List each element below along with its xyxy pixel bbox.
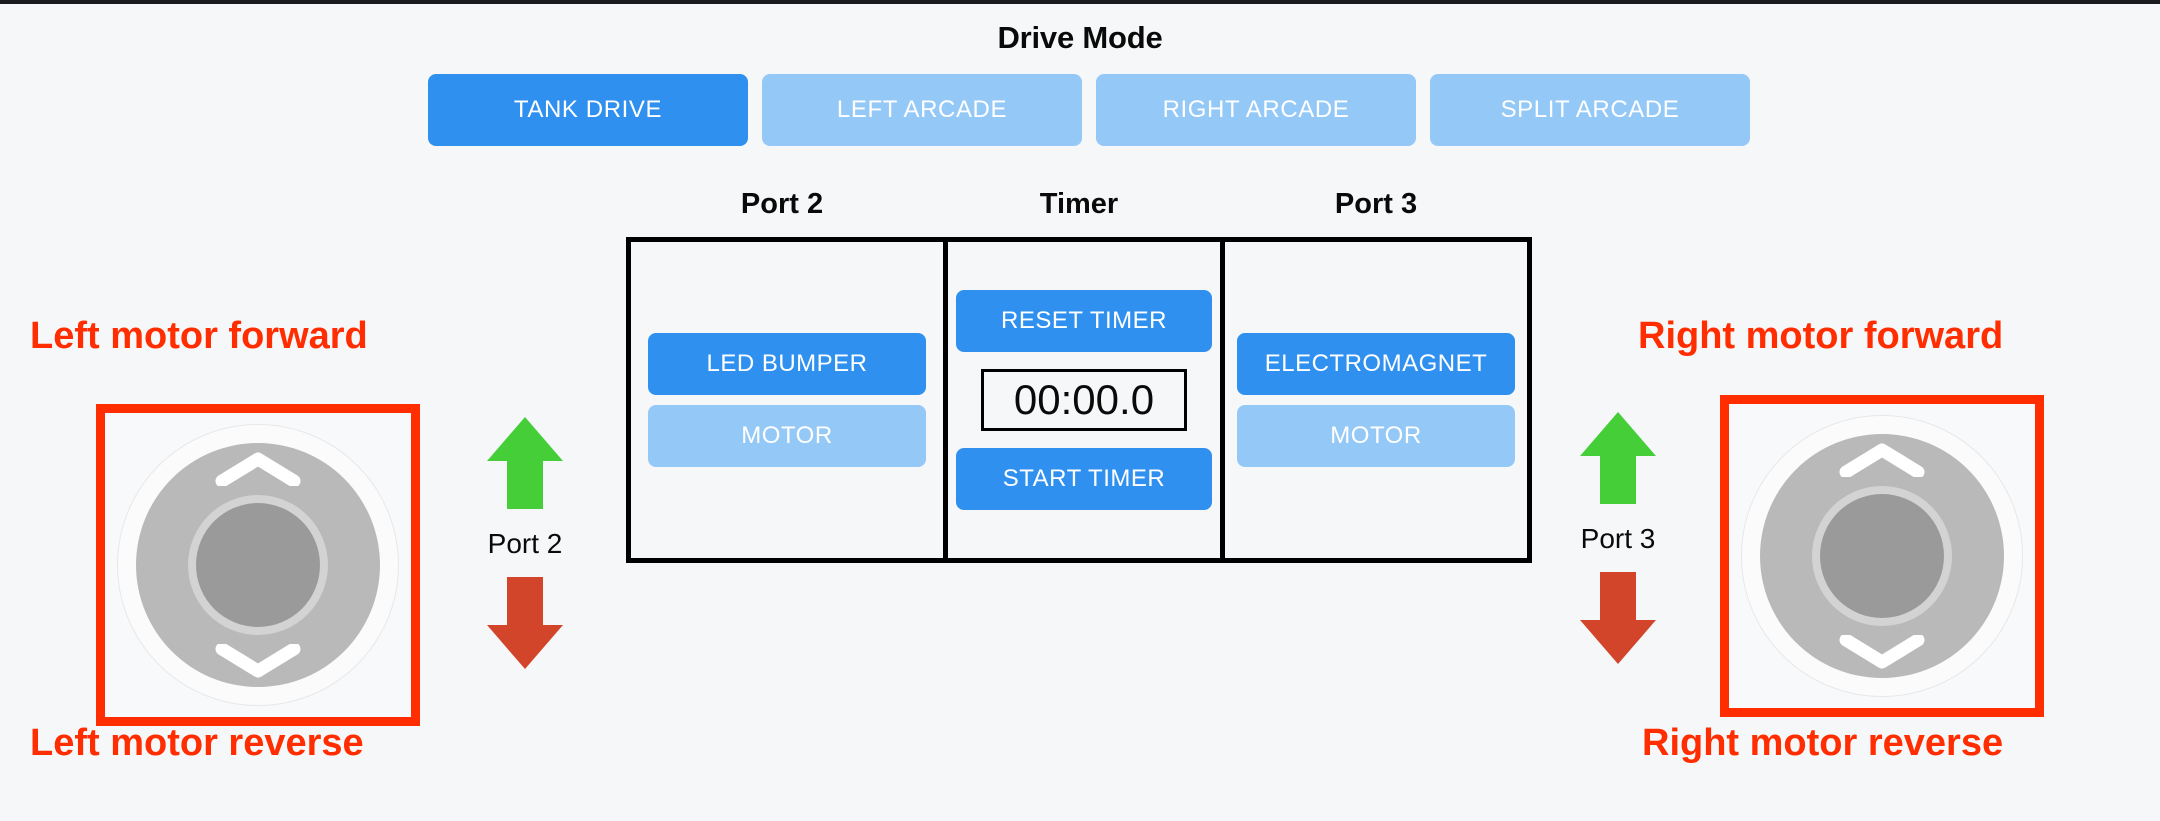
- right-port-label: Port 3: [1580, 523, 1656, 554]
- arrow-down-icon: [1580, 572, 1656, 664]
- right-joystick-knob[interactable]: [1820, 494, 1944, 618]
- port3-motor-button[interactable]: MOTOR: [1237, 405, 1515, 467]
- start-timer-button[interactable]: START TIMER: [956, 448, 1212, 510]
- left-reverse-annotation: Left motor reverse: [30, 722, 364, 764]
- panel-column-headers: Port 2 Timer Port 3: [626, 188, 1532, 221]
- page-title: Drive Mode: [997, 20, 1163, 55]
- panel-header-port2: Port 2: [740, 188, 824, 220]
- drive-mode-button-group: TANK DRIVE LEFT ARCADE RIGHT ARCADE SPLI…: [428, 74, 1750, 146]
- mode-button-right-arcade[interactable]: RIGHT ARCADE: [1096, 74, 1416, 146]
- panel-header-timer: Timer: [1039, 188, 1119, 220]
- top-edge-strip: [0, 0, 2160, 4]
- chevron-up-icon: [1839, 443, 1925, 477]
- right-joystick[interactable]: [1741, 415, 2023, 697]
- electromagnet-button[interactable]: ELECTROMAGNET: [1237, 333, 1515, 395]
- left-forward-annotation: Left motor forward: [30, 315, 368, 357]
- right-joystick-highlight-box: [1720, 395, 2044, 717]
- mode-button-split-arcade[interactable]: SPLIT ARCADE: [1430, 74, 1750, 146]
- port2-motor-button[interactable]: MOTOR: [648, 405, 926, 467]
- chevron-down-icon: [215, 644, 301, 678]
- right-port-indicator: Port 3: [1558, 410, 1678, 666]
- left-joystick-block: Left motor forward Port 2 Left motor rev…: [0, 0, 640, 821]
- chevron-down-icon: [1839, 635, 1925, 669]
- left-port-label: Port 2: [487, 528, 563, 559]
- right-forward-annotation: Right motor forward: [1638, 315, 2004, 357]
- timer-display: 00:00.0: [981, 369, 1187, 431]
- arrow-up-icon: [1580, 412, 1656, 504]
- panel-column-timer: RESET TIMER 00:00.0 START TIMER: [943, 242, 1225, 558]
- left-joystick-knob[interactable]: [196, 503, 320, 627]
- arrow-down-icon: [487, 577, 563, 669]
- reset-timer-button[interactable]: RESET TIMER: [956, 290, 1212, 352]
- device-control-panel: LED BUMPER MOTOR RESET TIMER 00:00.0 STA…: [626, 237, 1532, 563]
- arrow-up-icon: [487, 417, 563, 509]
- panel-header-port3: Port 3: [1334, 188, 1418, 220]
- right-reverse-annotation: Right motor reverse: [1642, 722, 2004, 764]
- mode-button-left-arcade[interactable]: LEFT ARCADE: [762, 74, 1082, 146]
- left-joystick[interactable]: [117, 424, 399, 706]
- chevron-up-icon: [215, 452, 301, 486]
- panel-column-port2: LED BUMPER MOTOR: [631, 242, 943, 558]
- led-bumper-button[interactable]: LED BUMPER: [648, 333, 926, 395]
- panel-column-port3: ELECTROMAGNET MOTOR: [1225, 242, 1527, 558]
- mode-button-tank-drive[interactable]: TANK DRIVE: [428, 74, 748, 146]
- right-joystick-block: Right motor forward Port 3 Right motor r…: [1520, 0, 2160, 821]
- left-joystick-highlight-box: [96, 404, 420, 726]
- left-port-indicator: Port 2: [465, 415, 585, 671]
